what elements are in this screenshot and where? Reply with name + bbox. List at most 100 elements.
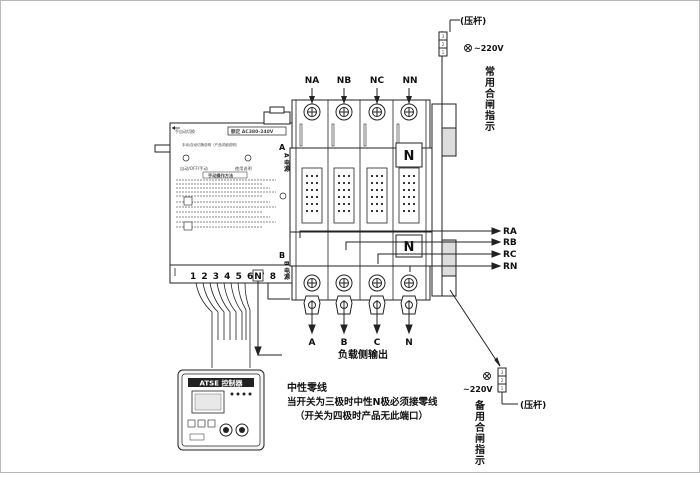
contact-dot [407, 195, 411, 199]
contact-dot [375, 195, 379, 199]
contact-dot [315, 209, 319, 213]
top-lead-arrow [341, 96, 347, 104]
contact-dot [412, 181, 416, 185]
controller-title: ATSE 控制器 [200, 379, 244, 388]
contact-dot [315, 188, 319, 192]
contact-dot [412, 202, 416, 206]
contact-dot [347, 174, 351, 178]
contact-dot [305, 174, 309, 178]
upper-rib [299, 123, 303, 147]
contact-dot [342, 181, 346, 185]
contact-dot [337, 202, 341, 206]
normal-lamp-icon [464, 44, 472, 52]
contact-dot [310, 209, 314, 213]
normal-indicator-wiring [438, 19, 460, 104]
contact-dot [305, 188, 309, 192]
svg-text:手动/自动切换说明（产品详细说明）: 手动/自动切换说明（产品详细说明） [182, 142, 239, 147]
contact-dot [305, 195, 309, 199]
svg-text:3: 3 [442, 34, 445, 39]
contact-dot [342, 188, 346, 192]
contact-dot [310, 181, 314, 185]
contact-dot [375, 209, 379, 213]
contact-dot [402, 181, 406, 185]
top-lead-arrow [374, 96, 380, 104]
contact-dot [370, 209, 374, 213]
normal-press-rod-label: (压杆) [460, 15, 486, 27]
contact-dot [402, 202, 406, 206]
contact-dot [347, 202, 351, 206]
contact-dot [412, 174, 416, 178]
terminal-label-nc: NC [370, 76, 385, 86]
aux-contact-labels: RA RB RC RN [503, 227, 517, 272]
upper-rib [331, 123, 335, 147]
contact-dot [370, 188, 374, 192]
top-terminal-labels: NA NB NC NN [305, 76, 418, 86]
contact-dot [310, 195, 314, 199]
contact-dot [370, 174, 374, 178]
contact-dot [315, 181, 319, 185]
contact-dot [402, 188, 406, 192]
terminal-label-c: C [374, 338, 381, 348]
contact-dot [380, 195, 384, 199]
aux-label-rn: RN [503, 262, 517, 272]
contact-dot [347, 209, 351, 213]
terminal-label-na: NA [305, 76, 320, 86]
contact-dot [370, 195, 374, 199]
contact-dot [380, 202, 384, 206]
aux-label-rb: RB [503, 238, 517, 248]
terminal-label-nn: NN [402, 76, 417, 86]
note-line1: 当开关为三极时中性N极必须接零线 [287, 396, 438, 408]
contact-dot [337, 174, 341, 178]
controller-button-3[interactable] [207, 419, 216, 428]
panel-instruction-text [176, 179, 276, 228]
contact-dot [370, 181, 374, 185]
svg-text:1: 1 [501, 386, 504, 391]
aux-contact-lines [299, 227, 502, 272]
contact-dot [412, 188, 416, 192]
controller-button-1[interactable] [187, 419, 196, 428]
neutral-pole-marks: N N [395, 142, 423, 258]
contact-dot [342, 209, 346, 213]
top-lead-arrow [406, 96, 412, 104]
contact-dot [407, 209, 411, 213]
terminal-strip-n: N [254, 272, 262, 282]
contact-block [333, 167, 355, 224]
terminal-label-a: A [309, 338, 316, 348]
standby-side-label: B 电源 [283, 261, 290, 281]
controller-button-2[interactable] [197, 419, 206, 428]
contact-dot [310, 188, 314, 192]
normal-voltage-label: ~220V [474, 44, 504, 53]
contact-dot [370, 202, 374, 206]
contact-dot [402, 195, 406, 199]
contact-dot [337, 195, 341, 199]
contact-dot [412, 195, 416, 199]
svg-text:手自动切换: 手自动切换 [175, 128, 195, 134]
contact-block [398, 167, 420, 224]
normal-side-label: A 电源 [283, 153, 290, 173]
contact-dot [407, 188, 411, 192]
bottom-terminals [308, 300, 413, 335]
standby-press-rod-label: (压杆) [520, 399, 546, 411]
contact-dot [407, 174, 411, 178]
contact-dot [375, 188, 379, 192]
contact-dot [347, 188, 351, 192]
aux-label-ra: RA [503, 227, 517, 237]
contact-dot [402, 209, 406, 213]
contact-dot [380, 181, 384, 185]
panel-row1-right: 使用说明 [235, 165, 252, 172]
contact-dot [342, 195, 346, 199]
svg-text:2: 2 [442, 42, 445, 47]
contact-dot [315, 195, 319, 199]
cable-bundle [195, 282, 251, 368]
normal-indicator-label: 常用合闸指示 [483, 65, 496, 132]
pole-group [295, 88, 427, 315]
terminal-strip: 1 2 3 4 5 6 7 8 [190, 272, 277, 282]
contact-dot [310, 174, 314, 178]
panel-row1-left: 自动/OFF/手动 [180, 165, 208, 172]
svg-text:A: A [279, 143, 286, 152]
neutral-mark-upper: N [404, 149, 415, 164]
neutral-lead [254, 281, 282, 357]
bottom-terminal-labels: A B C N [309, 338, 413, 348]
svg-text:2: 2 [501, 378, 504, 383]
